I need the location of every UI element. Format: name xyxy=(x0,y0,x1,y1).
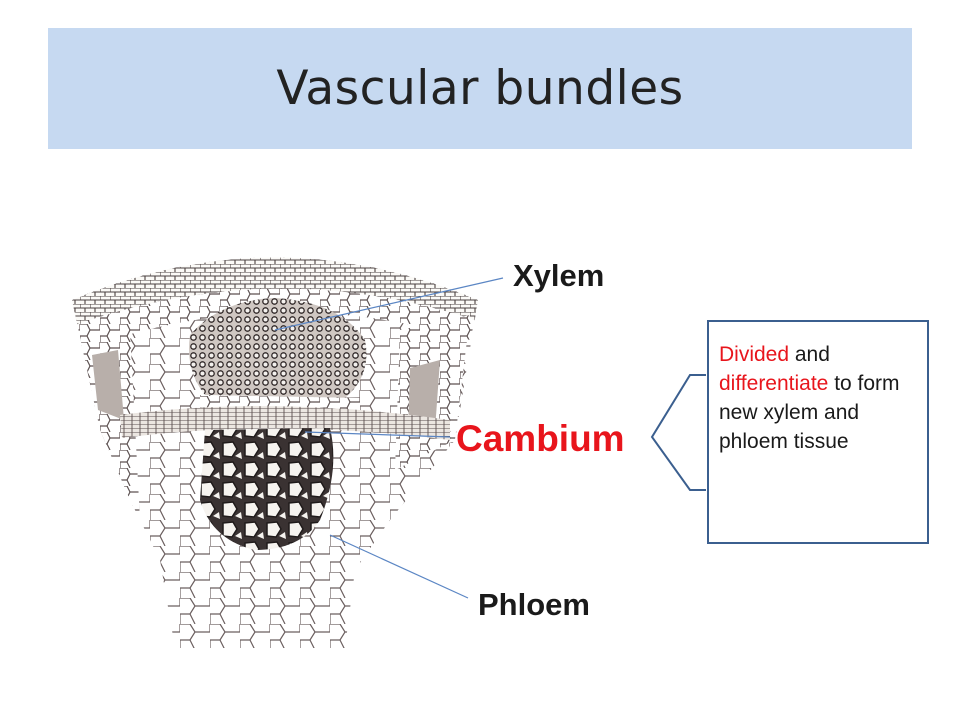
title-bar: Vascular bundles xyxy=(48,28,912,149)
cambium-description-box: Divided and differentiate to form new xy… xyxy=(707,320,929,544)
slide-title: Vascular bundles xyxy=(276,61,684,116)
cambium-label: Cambium xyxy=(456,418,625,459)
phloem-label: Phloem xyxy=(478,587,590,622)
note-and: and xyxy=(789,343,830,366)
phloem-leader-line xyxy=(329,534,469,599)
callout-bracket xyxy=(650,374,706,491)
note-differentiate: differentiate xyxy=(719,372,829,395)
note-rest: to form new xylem and phloem tissue xyxy=(719,372,900,453)
stem-cross-section xyxy=(72,257,478,648)
cambium-leader-line xyxy=(304,431,451,438)
xylem-leader-line xyxy=(274,277,504,331)
note-divided: Divided xyxy=(719,343,790,366)
xylem-label: Xylem xyxy=(513,258,605,293)
